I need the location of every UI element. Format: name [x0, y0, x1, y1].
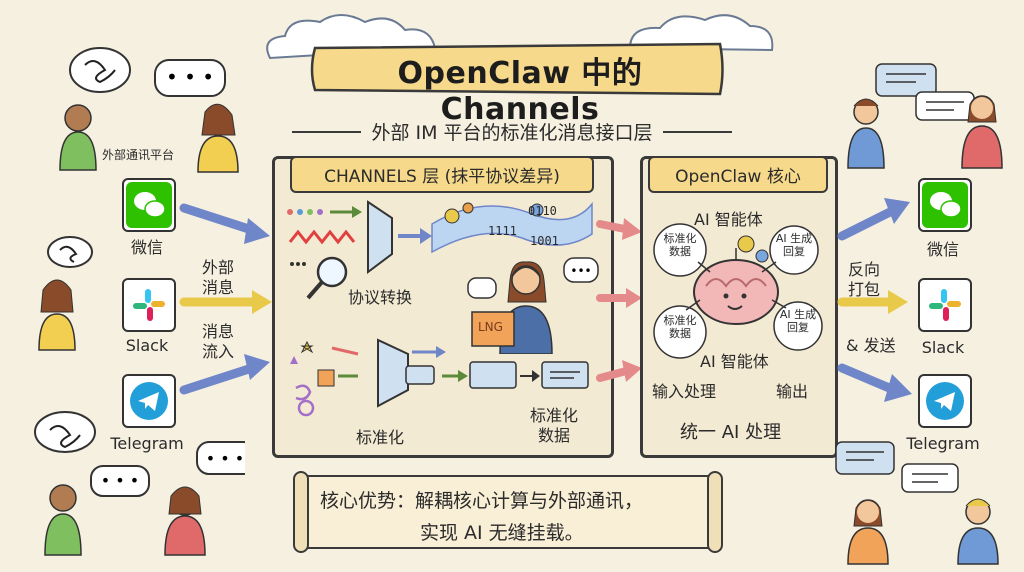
subtitle-rule-left — [292, 130, 362, 133]
left-app-wechat[interactable] — [122, 178, 176, 232]
outflow-label-2: 打包 — [848, 280, 881, 299]
book-label: LNG — [478, 320, 503, 334]
advantage-scroll — [293, 471, 723, 553]
left-app-telegram[interactable] — [122, 374, 176, 428]
telegram-icon — [130, 382, 168, 420]
agent-label-mid: AI 智能体 — [700, 352, 769, 371]
binary-text-1: 0110 — [528, 204, 557, 218]
left-app-label-slack: Slack — [125, 336, 169, 355]
right-app-telegram[interactable] — [918, 374, 972, 428]
left-app-label-wechat: 微信 — [130, 238, 163, 257]
channels-panel — [272, 156, 614, 458]
subtitle-row: 外部 IM 平台的标准化消息接口层 — [292, 118, 733, 145]
outflow-label-1: 反向 — [848, 260, 881, 279]
right-outflow-arrows — [837, 198, 912, 402]
slack-icon — [133, 289, 165, 321]
right-app-label-slack: Slack — [921, 338, 965, 357]
right-app-label-telegram: Telegram — [906, 434, 980, 453]
left-app-label-telegram: Telegram — [110, 434, 184, 453]
people-illustration-mid-left — [38, 236, 93, 351]
binary-text-3: 1001 — [530, 234, 559, 248]
protocol-conversion-illustration — [287, 200, 593, 300]
brain-illustration — [653, 223, 823, 359]
bubble-ai-reply-2: AI 生成 回复 — [779, 308, 817, 334]
svg-text:• • •: • • • — [166, 65, 214, 89]
inflow-label-2: 消息 — [202, 278, 235, 297]
telegram-icon — [926, 382, 964, 420]
people-illustration-bottom-left: • • • • • • — [34, 411, 245, 556]
svg-text:• • •: • • • — [206, 449, 244, 468]
subtitle-rule-right — [662, 130, 733, 133]
platform-caption: 外部通讯平台 — [102, 148, 175, 162]
people-illustration-top-left: • • • — [59, 47, 239, 173]
unified-ai-label: 统一 AI 处理 — [680, 422, 782, 443]
agent-label-top: AI 智能体 — [694, 210, 763, 229]
inflow-label-4: 流入 — [202, 342, 235, 361]
bubble-standard-data-2: 标准化 数据 — [663, 314, 697, 340]
right-app-label-wechat: 微信 — [926, 240, 959, 259]
operator-illustration: ••• — [467, 257, 599, 354]
subtitle: 外部 IM 平台的标准化消息接口层 — [371, 122, 653, 144]
standardize-label: 标准化 — [356, 428, 405, 447]
protocol-conversion-label: 协议转换 — [348, 288, 413, 307]
standard-data-label-2: 数据 — [538, 426, 571, 445]
cloud-decoration — [266, 14, 774, 60]
people-illustration-top-right — [847, 63, 1003, 169]
page-title: OpenClaw 中的 Channels — [397, 56, 643, 127]
right-app-slack[interactable] — [918, 278, 972, 332]
standard-data-label-1: 标准化 — [530, 406, 579, 425]
left-app-slack[interactable] — [122, 278, 176, 332]
inflow-label-1: 外部 — [202, 258, 235, 277]
svg-text:•••: ••• — [570, 264, 591, 278]
title-banner — [310, 42, 724, 96]
wechat-icon — [922, 182, 968, 228]
advantage-line-1: 核心优势：解耦核心计算与外部通讯， — [320, 490, 644, 512]
outflow-label-3: & 发送 — [846, 336, 896, 355]
standardization-illustration — [290, 338, 589, 417]
binary-text-2: 1111 — [488, 224, 517, 238]
inflow-label-3: 消息 — [202, 322, 235, 341]
right-app-wechat[interactable] — [918, 178, 972, 232]
channels-panel-tab: CHANNELS 层 (抹平协议差异) — [290, 156, 594, 193]
left-inflow-arrows — [179, 203, 272, 395]
bubble-ai-reply-1: AI 生成 回复 — [775, 232, 813, 258]
input-processing-label: 输入处理 — [652, 382, 717, 401]
advantage-line-2: 实现 AI 无缝挂载。 — [420, 522, 584, 544]
bubble-standard-data-1: 标准化 数据 — [663, 232, 697, 258]
channels-to-core-arrows — [596, 218, 642, 382]
core-panel-tab: OpenClaw 核心 — [648, 156, 828, 193]
people-illustration-bottom-right — [835, 441, 999, 565]
wechat-icon — [126, 182, 172, 228]
slack-icon — [929, 289, 961, 321]
output-label: 输出 — [776, 382, 809, 401]
svg-text:• • •: • • • — [101, 471, 139, 490]
